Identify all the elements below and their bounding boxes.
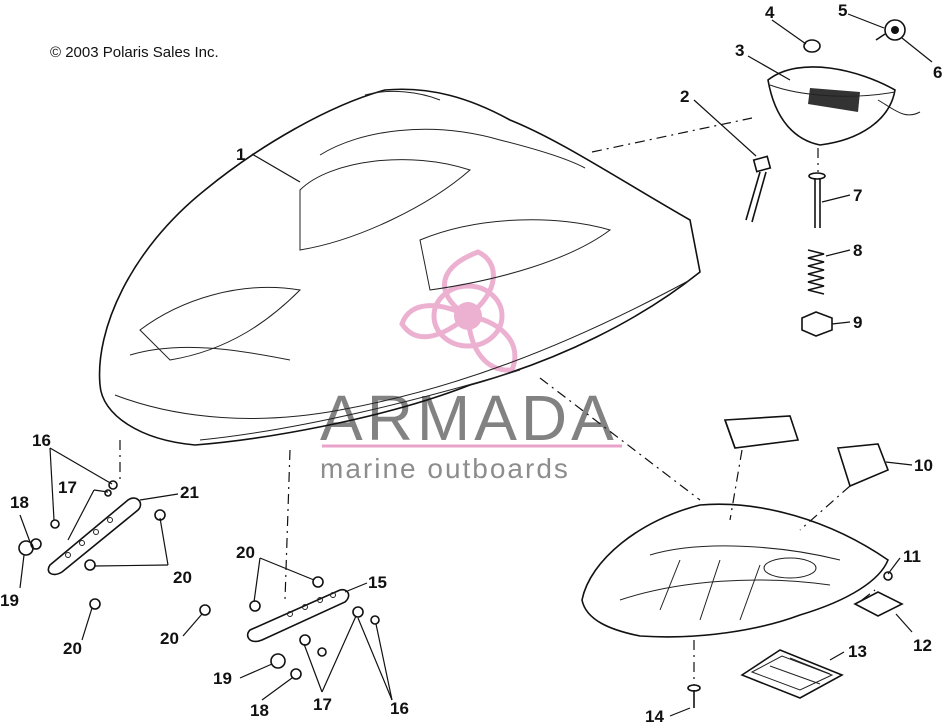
watermark-title: ARMADA (320, 382, 618, 454)
hardware-nuts-screws (18, 480, 893, 680)
pivot-bolt-part-7 (808, 172, 826, 228)
callout-8: 8 (853, 241, 862, 260)
copyright-notice: © 2003 Polaris Sales Inc. (50, 44, 219, 61)
bulb-part-4 (803, 39, 821, 53)
propeller-icon (399, 249, 518, 373)
callout-4: 4 (765, 3, 775, 22)
callout-21: 21 (180, 483, 199, 502)
callout-16-right: 16 (390, 699, 409, 718)
callout-7: 7 (853, 186, 862, 205)
assembly-lines (119, 117, 876, 685)
callout-17-right: 17 (313, 695, 332, 714)
callout-20-c: 20 (236, 543, 255, 562)
callout-18-left: 18 (10, 493, 29, 512)
screen-part-13 (740, 649, 844, 699)
callout-14: 14 (645, 707, 664, 725)
callout-20-a: 20 (173, 568, 192, 587)
bracket-part-15 (246, 588, 350, 643)
callout-17-left: 17 (58, 478, 77, 497)
screw-part-14 (687, 684, 701, 708)
callout-10: 10 (914, 456, 933, 475)
bolt-part-2 (745, 155, 772, 223)
adjuster-knob-part-9 (801, 311, 833, 337)
callout-11: 11 (903, 547, 921, 566)
callout-9: 9 (853, 313, 862, 332)
callout-6: 6 (933, 63, 942, 82)
callout-20-d: 20 (160, 629, 179, 648)
callout-18-right: 18 (250, 701, 269, 720)
hood-part-1 (98, 88, 701, 446)
callout-20-b: 20 (63, 639, 82, 658)
callout-5: 5 (838, 1, 847, 20)
callout-12: 12 (913, 636, 932, 655)
callout-16-left: 16 (32, 431, 51, 450)
watermark-subtitle: marine outboards (320, 453, 570, 484)
callout-19-right: 19 (213, 669, 232, 688)
socket-part-5 (875, 19, 906, 41)
callout-13: 13 (848, 642, 867, 661)
decal-part-12 (853, 591, 904, 617)
bottom-pan-part-11 (581, 503, 889, 638)
callout-3: 3 (735, 41, 744, 60)
armada-logo: ARMADA marine outboards (320, 249, 622, 484)
callout-15: 15 (368, 573, 387, 592)
spring-part-8 (807, 249, 825, 295)
leader-lines (19, 13, 933, 717)
callout-19-left: 19 (0, 591, 19, 610)
bracket-part-21 (47, 497, 142, 576)
callout-2: 2 (680, 87, 689, 106)
foam-pads-part-10 (723, 415, 890, 488)
headlight-part-3 (767, 66, 921, 146)
callout-1: 1 (236, 145, 245, 164)
